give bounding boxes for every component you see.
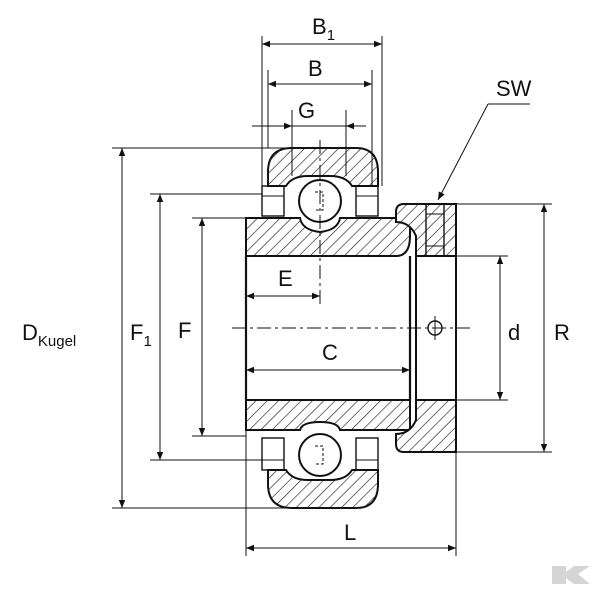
locking-collar	[395, 203, 457, 453]
label-b1: B1	[312, 14, 335, 44]
inner-ring-bottom	[245, 399, 411, 431]
seal-top	[261, 185, 379, 217]
label-f1: F1	[130, 320, 152, 350]
inner-ring-top	[245, 217, 411, 257]
extension-lines	[112, 36, 552, 556]
label-d: d	[508, 320, 520, 345]
label-f: F	[178, 318, 191, 343]
outer-ring-top	[267, 147, 379, 187]
brand-logo-icon	[552, 566, 590, 584]
label-sw: SW	[496, 76, 532, 101]
dimension-lines	[118, 40, 548, 552]
label-e: E	[278, 266, 293, 291]
label-g: G	[298, 98, 315, 123]
label-c: C	[322, 340, 338, 365]
seal-bottom	[261, 437, 379, 471]
label-b: B	[308, 56, 323, 81]
sw-leader	[437, 103, 489, 201]
label-r: R	[554, 320, 570, 345]
ball-bottom	[298, 433, 342, 477]
label-d-kugel: DKugel	[22, 320, 76, 350]
label-l: L	[344, 520, 356, 545]
